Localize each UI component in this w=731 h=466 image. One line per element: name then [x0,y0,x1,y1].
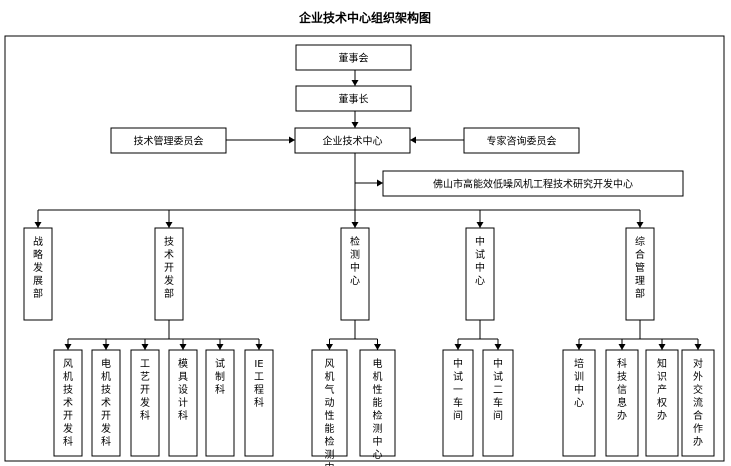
arrow-tech-dev-unit-1 [102,344,110,350]
arrow-committee-center [289,136,295,144]
node-tech-committee-label: 技术管理委员会 [134,135,204,148]
arrow-chairman-center [351,122,359,128]
unit-tech-dev-3: 模具设计科 [168,349,198,457]
node-board-label: 董事会 [339,52,369,65]
arrow-tech-dev-unit-3 [179,344,187,350]
unit-admin-2: 知识产权办 [645,349,679,457]
unit-admin-3: 对外交流合作办 [681,349,715,457]
unit-tech-dev-4: 试制科 [205,349,235,457]
unit-testing-0-label: 风机气动性能检测中心 [325,358,335,466]
arrow-board-chairman [351,80,359,86]
arrow-tech-dev-unit-0 [64,344,72,350]
unit-pilot-0-label: 中试一车间 [453,357,463,422]
connector-lines [34,70,702,350]
node-chairman-label: 董事长 [339,93,369,106]
unit-tech-dev-2-label: 工艺开发科 [140,359,150,422]
unit-tech-dev-0-label: 风机技术开发科 [63,358,73,448]
unit-tech-dev-2: 工艺开发科 [130,349,160,457]
node-expert-committee: 专家咨询委员会 [463,127,580,154]
outer-frame [4,35,725,462]
unit-admin-3-label: 对外交流合作办 [693,357,703,448]
unit-testing-0: 风机气动性能检测中心 [311,349,348,466]
unit-admin-2-label: 知识产权办 [657,357,667,422]
dept-admin: 综合管理部 [625,227,655,321]
dept-strategy-label: 战略发展部 [33,236,43,300]
dept-pilot: 中试中心 [465,227,495,321]
node-chairman: 董事长 [295,85,412,112]
arrow-tech-dev-unit-2 [141,344,149,350]
arrow-testing-unit-0 [326,344,333,350]
arrow-tech-dev-unit-4 [216,344,224,350]
unit-testing-1-label: 电机性能检测中心 [373,357,383,461]
node-research-center: 佛山市高能效低噪风机工程技术研究开发中心 [382,170,684,197]
dept-testing-label: 检测中心 [350,235,360,287]
unit-pilot-1: 中试二车间 [482,349,514,457]
unit-pilot-0: 中试一车间 [442,349,474,457]
arrow-admin-unit-0 [575,344,583,350]
unit-tech-dev-1: 电机技术开发科 [91,349,121,457]
node-tech-committee: 技术管理委员会 [110,127,227,154]
arrow-pilot-unit-1 [494,344,502,350]
dept-tech-dev-label: 技术开发部 [164,235,174,300]
arrow-expert-center [410,136,416,144]
node-technology-center-label: 企业技术中心 [323,135,383,148]
unit-testing-1: 电机性能检测中心 [359,349,396,461]
dept-testing: 检测中心 [340,227,370,321]
arrow-to-testing [351,222,359,228]
arrow-center-research [377,179,383,187]
arrow-to-admin [636,222,644,228]
unit-admin-1-label: 科技信息办 [617,357,627,422]
dept-tech-dev: 技术开发部 [154,227,184,321]
dept-admin-label: 综合管理部 [635,235,645,300]
arrow-to-pilot [476,222,484,228]
unit-admin-0: 培训中心 [562,349,596,457]
node-board: 董事会 [295,44,412,71]
unit-tech-dev-0: 风机技术开发科 [53,349,83,457]
arrow-tech-dev-unit-5 [255,344,263,350]
arrow-admin-unit-1 [618,344,626,350]
unit-pilot-1-label: 中试二车间 [493,357,503,422]
arrow-to-tech-dev [165,222,173,228]
arrow-pilot-unit-0 [454,344,462,350]
unit-tech-dev-4-label: 试制科 [215,357,225,396]
node-expert-committee-label: 专家咨询委员会 [487,135,557,148]
unit-admin-1: 科技信息办 [605,349,639,457]
dept-pilot-label: 中试中心 [475,235,485,287]
arrow-admin-unit-3 [694,344,702,350]
node-technology-center: 企业技术中心 [294,127,411,154]
dept-strategy: 战略发展部 [23,227,53,321]
node-research-center-label: 佛山市高能效低噪风机工程技术研究开发中心 [433,178,633,191]
arrow-admin-unit-2 [658,344,666,350]
chart-title: 企业技术中心组织架构图 [298,10,431,25]
unit-admin-0-label: 培训中心 [574,357,584,409]
unit-tech-dev-1-label: 电机技术开发科 [101,357,111,448]
arrow-to-strategy [34,222,42,228]
arrow-testing-unit-1 [374,344,381,350]
unit-tech-dev-3-label: 模具设计科 [178,358,188,422]
